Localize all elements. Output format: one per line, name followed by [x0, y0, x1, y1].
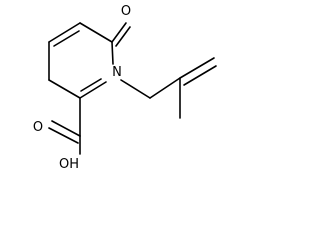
- bond-ch2-c: [149, 77, 181, 99]
- bond-c2-n1-outer: [79, 81, 107, 99]
- chemical-structure-diagram: O N O OH: [33, 4, 217, 172]
- bond-c-ch2-terminal-a: [179, 57, 215, 79]
- bond-carbonyl-a: [111, 22, 127, 43]
- atom-label-carbonyl-oxygen: O: [121, 4, 131, 19]
- bond-n-ch2: [120, 79, 151, 99]
- bond-c-ch2-terminal-b: [183, 65, 217, 86]
- bond-c5-c4-outer: [48, 22, 81, 43]
- bond-c2-n1-inner: [80, 78, 102, 92]
- atom-label-carboxyl-oxygen: O: [33, 120, 43, 135]
- bond-cooh-co-b: [48, 127, 79, 144]
- atom-label-hydroxyl: OH: [59, 157, 79, 172]
- bond-c6-c5: [79, 22, 113, 43]
- bond-n1-c6: [111, 41, 114, 65]
- bond-carbonyl-b: [115, 26, 131, 47]
- bond-c3-c2: [48, 79, 81, 99]
- bond-cooh-co-a: [51, 120, 81, 137]
- atom-label-nitrogen: N: [112, 65, 122, 80]
- molecule-svg: O N O OH: [33, 4, 217, 172]
- bond-c5-c4-inner: [53, 30, 80, 47]
